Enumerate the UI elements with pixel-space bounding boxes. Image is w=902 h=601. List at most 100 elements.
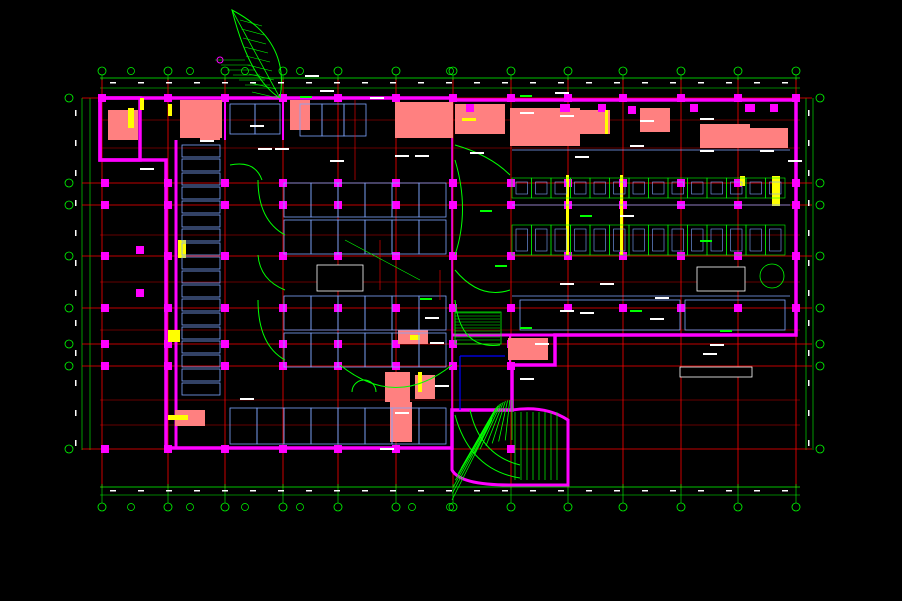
outer-wall	[98, 96, 798, 450]
highlight-mark	[418, 372, 422, 392]
highlight-mark	[605, 110, 608, 134]
column	[279, 340, 287, 348]
dim-label	[75, 260, 77, 266]
parking-stall	[283, 407, 312, 445]
column	[564, 304, 572, 312]
dim-label	[138, 490, 144, 492]
axis-bubble-bottom	[618, 502, 628, 512]
dim-label	[75, 410, 77, 416]
dim-label	[808, 170, 810, 176]
equipment-cell-inner	[710, 228, 723, 252]
spiral-line	[454, 414, 521, 479]
parking-stall	[337, 295, 366, 331]
equipment-cell	[648, 177, 669, 199]
label-dash	[305, 75, 319, 77]
axis-bubble-bottom-minor	[296, 503, 304, 511]
equipment-cell-inner	[652, 228, 665, 252]
parking-stall	[283, 182, 312, 218]
stall-left	[181, 340, 221, 354]
column	[392, 304, 400, 312]
green-label-dash	[700, 240, 712, 242]
column	[136, 246, 144, 254]
axis-bubble-bottom-minor	[127, 503, 135, 511]
axis-bubble-left	[64, 93, 74, 103]
column	[677, 252, 685, 260]
label-dash	[560, 310, 574, 312]
right-note	[696, 266, 746, 292]
dim-label	[808, 290, 810, 296]
parking-stall	[283, 295, 312, 331]
equipment-cell	[745, 177, 766, 199]
dim-label	[808, 410, 810, 416]
equipment-cell-inner	[710, 181, 723, 195]
dim-label	[586, 82, 592, 84]
equipment-cell	[511, 224, 532, 256]
label-dash	[425, 317, 439, 319]
dim-label	[75, 200, 77, 206]
axis-bubble-top-minor	[127, 67, 135, 75]
equipment-cell-inner	[730, 181, 743, 195]
column	[734, 252, 742, 260]
column	[449, 304, 457, 312]
label-dash	[520, 378, 534, 380]
parking-stall	[310, 407, 339, 445]
equipment-cell-inner	[593, 228, 606, 252]
dim-label	[166, 490, 172, 492]
parking-stall	[337, 182, 366, 218]
top-stair-step	[251, 91, 279, 99]
label-dash	[240, 398, 254, 400]
dim-label	[642, 490, 648, 492]
dim-label	[390, 490, 396, 492]
green-label-dash	[720, 330, 732, 332]
green-label-dash	[520, 95, 532, 97]
wall-box	[598, 104, 606, 112]
column	[449, 362, 457, 370]
axis-bubble-right	[815, 178, 825, 188]
equipment-cell	[765, 177, 786, 199]
dim-label	[754, 82, 760, 84]
column	[792, 252, 800, 260]
dim-label	[642, 82, 648, 84]
column	[221, 304, 229, 312]
column	[734, 304, 742, 312]
column	[101, 252, 109, 260]
column	[507, 179, 515, 187]
dim-label	[75, 380, 77, 386]
green-label-dash	[630, 310, 642, 312]
wall-box	[770, 104, 778, 112]
label-dash	[380, 448, 394, 450]
equipment-cell	[706, 177, 727, 199]
label-dash	[655, 297, 669, 299]
column	[619, 304, 627, 312]
highlight-mark	[128, 108, 134, 128]
stall-left	[181, 354, 221, 368]
axis-bubble-top	[391, 66, 401, 76]
column	[221, 179, 229, 187]
column	[734, 94, 742, 102]
axis-bubble-bottom-minor	[408, 503, 416, 511]
dim-label	[670, 490, 676, 492]
column	[564, 94, 572, 102]
label-dash	[470, 152, 484, 154]
axis-bubble-top	[733, 66, 743, 76]
stall-left	[181, 228, 221, 242]
equipment-cell-inner	[749, 181, 762, 195]
axis-bubble-top	[791, 66, 801, 76]
label-dash	[700, 150, 714, 152]
dim-label	[138, 82, 144, 84]
green-label-dash	[420, 298, 432, 300]
parking-stall	[364, 407, 393, 445]
column	[221, 445, 229, 453]
stall-left	[181, 312, 221, 326]
label-dash	[430, 342, 444, 344]
parking-stall	[256, 407, 285, 445]
column	[221, 362, 229, 370]
column	[507, 252, 515, 260]
label-dash	[650, 318, 664, 320]
dim-label	[808, 140, 810, 146]
equipment-cell-inner	[535, 228, 548, 252]
parking-stall	[283, 332, 312, 368]
column	[279, 252, 287, 260]
dim-label	[530, 82, 536, 84]
